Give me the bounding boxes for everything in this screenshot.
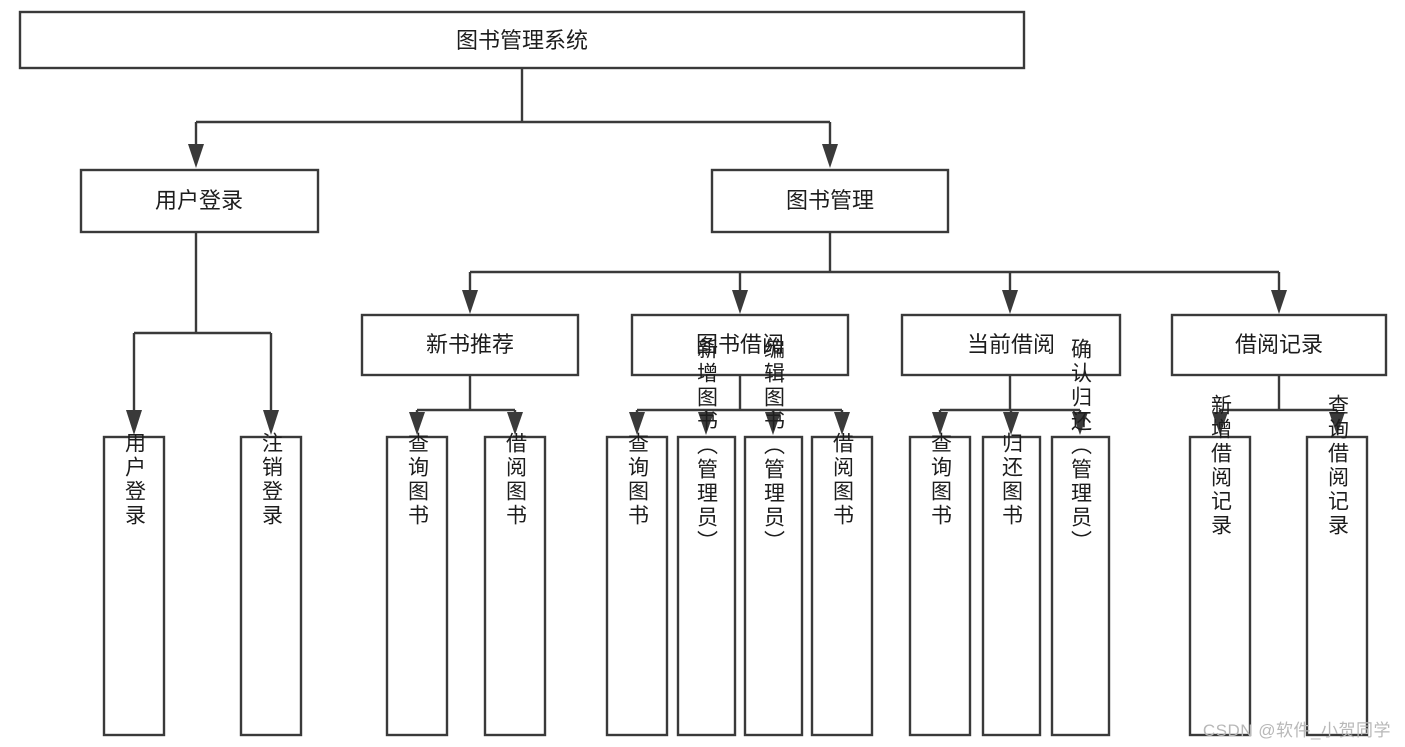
leaf-user-login-label: 用户登录 — [123, 432, 147, 528]
leaf-add-book-box[interactable] — [676, 435, 737, 737]
leaf-return-book-label: 归还图书 — [1000, 432, 1024, 528]
node-user-login-label: 用户登录 — [155, 188, 243, 213]
leaf-logout-label: 注销登录 — [260, 432, 284, 528]
leaf-user-login-box[interactable] — [102, 435, 166, 737]
leaf-borrow-book-2-label: 借阅图书 — [831, 432, 855, 528]
arrow-head-book-borrow — [732, 290, 748, 314]
arrow-head-leaf-add-record — [1212, 412, 1228, 435]
leaf-node-query-book-2[interactable]: 查询图书 — [605, 432, 669, 737]
leaf-query-book-1-box[interactable] — [385, 435, 449, 737]
connector-group-userlogin — [126, 232, 279, 435]
arrow-head-leaf-query-record — [1329, 412, 1345, 435]
arrow-head-leaf-edit-book — [765, 412, 781, 435]
arrow-head-leaf-query-book-2 — [629, 412, 645, 435]
node-borrow-record[interactable]: 借阅记录 — [1170, 313, 1388, 377]
leaf-return-book-box[interactable] — [981, 435, 1042, 737]
leaf-query-book-3-box[interactable] — [908, 435, 972, 737]
leaf-query-book-3-label: 查询图书 — [929, 432, 953, 528]
connector-group-book-borrow — [629, 375, 850, 435]
leaf-confirm-return-box[interactable] — [1050, 435, 1111, 737]
arrow-head-leaf-borrow-book-2 — [834, 412, 850, 435]
leaf-query-book-2-label: 查询图书 — [626, 432, 650, 528]
leaf-node-user-login[interactable]: 用户登录 — [102, 432, 166, 737]
csdn-watermark: CSDN @软件_小贺同学 — [1202, 721, 1391, 740]
leaf-query-book-2-box[interactable] — [605, 435, 669, 737]
leaf-node-query-book-3[interactable]: 查询图书 — [908, 432, 972, 737]
node-root[interactable]: 图书管理系统 — [18, 10, 1026, 70]
leaf-node-return-book[interactable]: 归还图书 — [981, 432, 1042, 737]
arrow-head-leaf-confirm-return — [1072, 412, 1088, 435]
leaf-node-add-record[interactable]: 新增借阅记录 — [1188, 394, 1252, 737]
arrow-head-leaf-query-book-1 — [409, 412, 425, 435]
leaf-confirm-return-label: 确认归还（管理员） — [1069, 338, 1093, 554]
leaf-borrow-book-1-box[interactable] — [483, 435, 547, 737]
node-book-management[interactable]: 图书管理 — [710, 168, 950, 234]
node-book-borrow-box[interactable] — [630, 313, 850, 377]
arrow-head-bookmgmt — [822, 144, 838, 168]
leaf-edit-book-label: 编辑图书（管理员） — [762, 338, 786, 554]
arrow-head-new-book-recommend — [462, 290, 478, 314]
node-current-borrow-box[interactable] — [900, 313, 1122, 377]
node-borrow-record-label: 借阅记录 — [1235, 332, 1323, 357]
connector-group-current-borrow — [932, 375, 1088, 435]
leaf-add-book-label: 新增图书（管理员） — [695, 338, 719, 554]
arrow-head-leaf-user-login — [126, 410, 142, 435]
arrow-head-current-borrow — [1002, 290, 1018, 314]
node-root-label: 图书管理系统 — [456, 28, 588, 53]
node-book-management-box[interactable] — [710, 168, 950, 234]
node-current-borrow-label: 当前借阅 — [967, 332, 1055, 357]
arrow-head-leaf-add-book — [698, 412, 714, 435]
connector-group-borrow-record — [1212, 375, 1345, 435]
leaf-node-query-record[interactable]: 查询借阅记录 — [1305, 394, 1369, 737]
node-new-book-recommend[interactable]: 新书推荐 — [360, 313, 580, 377]
leaf-node-logout[interactable]: 注销登录 — [239, 432, 303, 737]
leaf-edit-book-box[interactable] — [743, 435, 804, 737]
connector-group-bookmgmt — [462, 232, 1287, 314]
leaf-add-record-box[interactable] — [1188, 435, 1252, 737]
arrow-head-leaf-borrow-book-1 — [507, 412, 523, 435]
node-new-book-recommend-box[interactable] — [360, 313, 580, 377]
arrow-head-leaf-logout — [263, 410, 279, 435]
leaf-node-borrow-book-1[interactable]: 借阅图书 — [483, 432, 547, 737]
node-root-box[interactable] — [18, 10, 1026, 70]
node-new-book-recommend-label: 新书推荐 — [426, 332, 514, 357]
arrow-head-leaf-return-book — [1003, 412, 1019, 435]
leaf-node-add-book[interactable]: 新增图书（管理员） — [676, 338, 737, 737]
connector-group-root — [188, 68, 838, 168]
node-book-management-label: 图书管理 — [786, 188, 874, 213]
leaf-query-record-label: 查询借阅记录 — [1326, 394, 1350, 538]
leaf-logout-box[interactable] — [239, 435, 303, 737]
node-user-login[interactable]: 用户登录 — [79, 168, 320, 234]
node-borrow-record-box[interactable] — [1170, 313, 1388, 377]
leaf-query-book-1-label: 查询图书 — [406, 432, 430, 528]
arrow-head-userlogin — [188, 144, 204, 168]
leaf-borrow-book-1-label: 借阅图书 — [504, 432, 528, 528]
leaf-node-query-book-1[interactable]: 查询图书 — [385, 432, 449, 737]
node-user-login-box[interactable] — [79, 168, 320, 234]
node-book-borrow-label: 图书借阅 — [696, 332, 784, 357]
leaf-add-record-label: 新增借阅记录 — [1209, 394, 1233, 538]
arrow-head-leaf-query-book-3 — [932, 412, 948, 435]
leaf-query-record-box[interactable] — [1305, 435, 1369, 737]
leaf-node-borrow-book-2[interactable]: 借阅图书 — [810, 432, 874, 737]
node-current-borrow[interactable]: 当前借阅 — [900, 313, 1122, 377]
leaf-node-edit-book[interactable]: 编辑图书（管理员） — [743, 338, 804, 737]
node-book-borrow[interactable]: 图书借阅 — [630, 313, 850, 377]
leaf-node-confirm-return[interactable]: 确认归还（管理员） — [1050, 338, 1111, 737]
arrow-head-borrow-record — [1271, 290, 1287, 314]
leaf-borrow-book-2-box[interactable] — [810, 435, 874, 737]
connector-group-new-book-recommend — [409, 375, 523, 435]
